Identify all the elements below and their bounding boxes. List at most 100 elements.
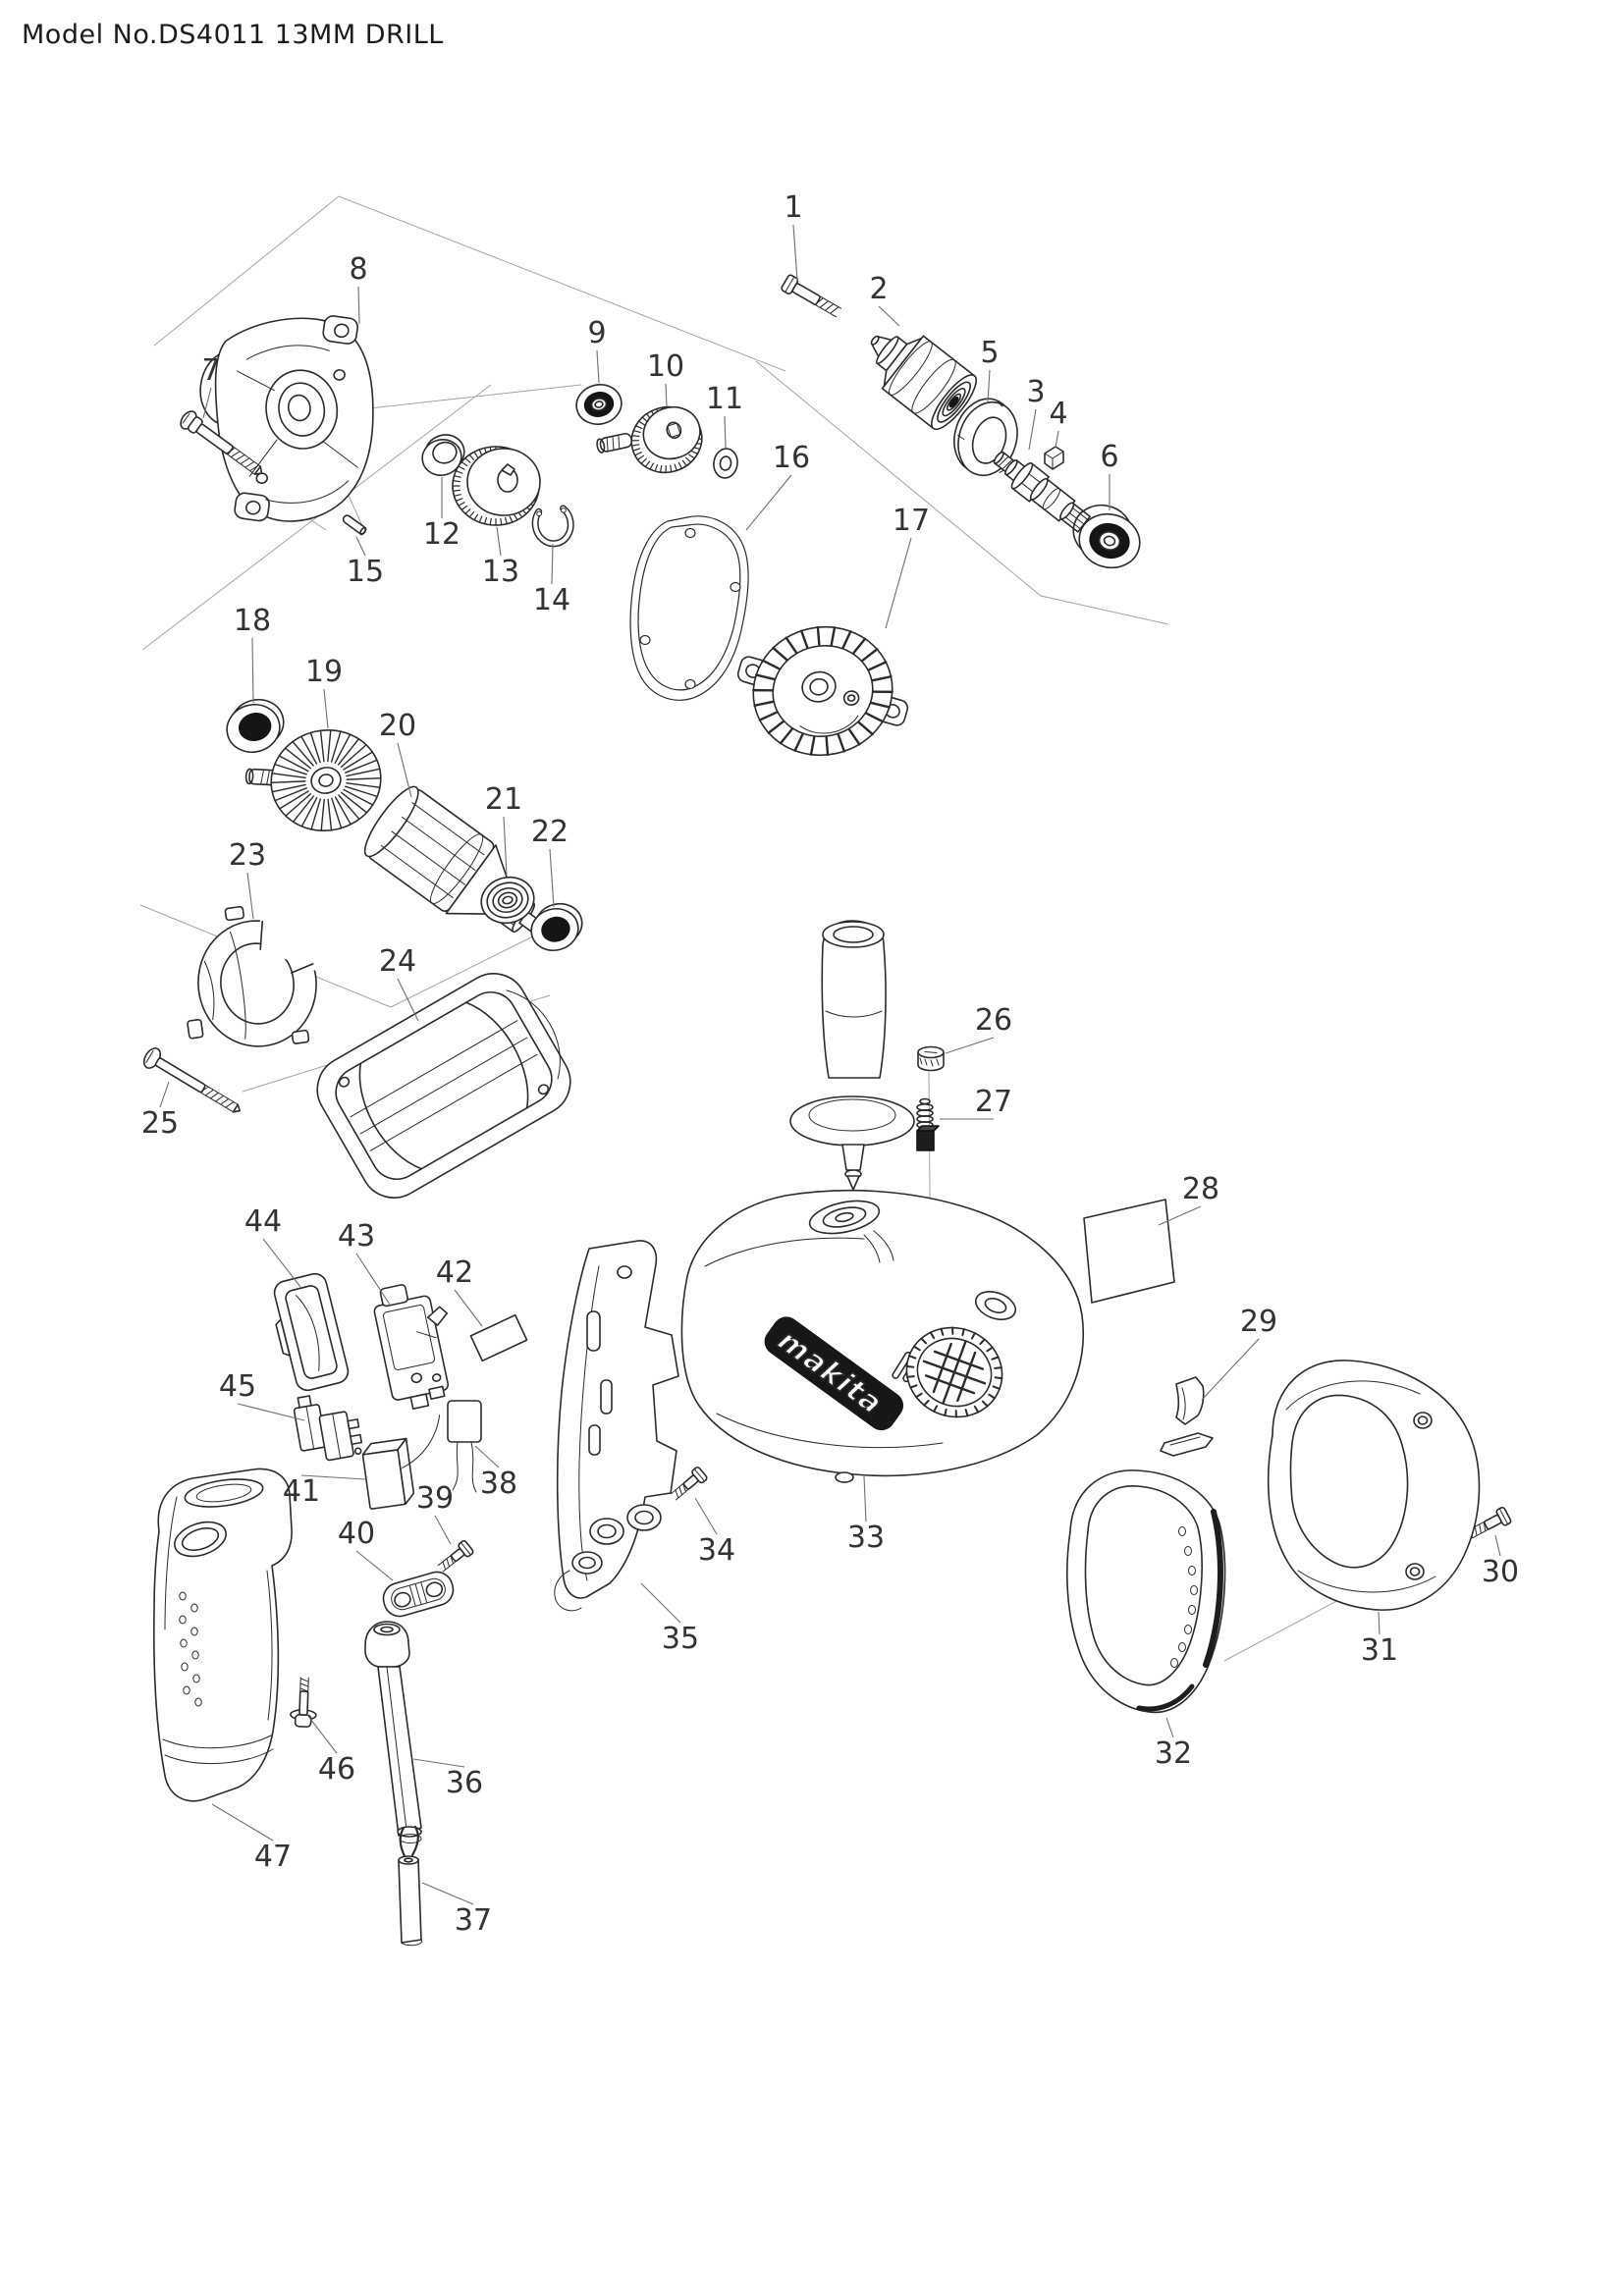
tick — [632, 429, 641, 434]
leader-line-13 — [496, 526, 502, 557]
part-callout-4: 4 — [1049, 397, 1068, 431]
leader-line-40 — [355, 1550, 394, 1581]
tick — [870, 701, 891, 709]
tick — [285, 793, 312, 817]
part-6-ball-bearing — [1072, 504, 1141, 569]
part-callout-45: 45 — [218, 1369, 257, 1404]
part-7-screw — [180, 410, 263, 475]
tick — [460, 461, 468, 467]
tick — [857, 721, 874, 736]
leader-line-38 — [474, 1445, 500, 1468]
tick — [330, 730, 342, 763]
leader-line-14 — [551, 543, 554, 585]
tick — [478, 449, 483, 456]
tick — [346, 782, 381, 788]
tick — [473, 513, 479, 521]
tick — [341, 791, 368, 814]
part-callout-31: 31 — [1360, 1633, 1399, 1668]
part-callout-23: 23 — [228, 838, 267, 873]
part-44-switch-cover — [273, 1272, 350, 1392]
tick — [319, 729, 325, 763]
tick — [310, 798, 322, 830]
part-callout-1: 1 — [784, 190, 803, 225]
tick — [654, 463, 659, 472]
tick — [504, 516, 508, 525]
part-36-cord-guard — [364, 1621, 422, 1843]
leader-line-20 — [397, 742, 412, 798]
tick — [906, 1375, 915, 1378]
part-callout-15: 15 — [346, 555, 385, 589]
part-39-screw — [437, 1540, 474, 1573]
part-callout-27: 27 — [974, 1085, 1013, 1119]
part-callout-33: 33 — [846, 1521, 886, 1555]
leader-line-42 — [454, 1289, 483, 1327]
tick — [961, 1328, 965, 1337]
tick — [848, 728, 861, 746]
tick — [954, 1410, 957, 1418]
leader-lines — [159, 224, 1501, 1905]
tick — [500, 517, 503, 526]
tick — [767, 720, 785, 734]
tick — [513, 513, 518, 521]
tick — [453, 475, 461, 478]
part-38-capacitor — [447, 1400, 482, 1493]
leader-line-45 — [237, 1403, 305, 1421]
tick — [458, 502, 465, 507]
part-4-key — [1044, 446, 1064, 470]
tick — [455, 470, 463, 474]
tick — [837, 733, 845, 753]
tick — [634, 425, 643, 430]
tick — [964, 1409, 969, 1417]
tick — [872, 690, 893, 694]
tick — [292, 740, 314, 767]
part-callout-2: 2 — [869, 272, 889, 306]
part-24-field — [316, 973, 571, 1199]
tick — [755, 673, 776, 681]
part-callout-22: 22 — [530, 815, 569, 849]
part-callout-16: 16 — [772, 441, 811, 475]
tick — [909, 1384, 918, 1389]
leader-line-44 — [262, 1238, 301, 1288]
part-32-handle-cover — [1066, 1469, 1226, 1714]
tick — [688, 454, 695, 459]
part-30-screw — [1467, 1506, 1512, 1539]
page-title: Model No.DS4011 13MM DRILL — [22, 20, 444, 50]
tick — [300, 797, 318, 828]
part-callout-12: 12 — [422, 517, 461, 552]
tick — [638, 420, 645, 426]
part-19-armature-fan — [244, 728, 382, 832]
leader-line-7 — [202, 387, 212, 419]
part-callout-6: 6 — [1100, 440, 1119, 474]
tick — [981, 1400, 989, 1408]
leader-line-19 — [323, 688, 329, 729]
leader-line-9 — [596, 349, 600, 384]
part-callout-42: 42 — [435, 1255, 474, 1290]
tick — [912, 1345, 921, 1352]
part-callout-34: 34 — [697, 1533, 736, 1568]
leader-line-11 — [724, 415, 727, 449]
part-22-ring — [530, 902, 583, 951]
tick — [331, 797, 343, 829]
tick — [690, 450, 699, 454]
part-callout-3: 3 — [1026, 375, 1046, 409]
leader-line-16 — [745, 474, 792, 531]
part-callout-41: 41 — [282, 1474, 321, 1509]
leader-line-22 — [549, 848, 555, 908]
part-callout-36: 36 — [445, 1766, 484, 1800]
part-callout-32: 32 — [1154, 1736, 1193, 1771]
tick — [340, 744, 367, 768]
tick — [271, 773, 306, 778]
part-callout-25: 25 — [140, 1106, 180, 1141]
tick — [670, 464, 673, 473]
tick — [644, 460, 651, 468]
tick — [816, 625, 821, 646]
part-11-washer — [713, 448, 738, 479]
tick — [779, 727, 793, 745]
part-9-ball-bearing — [575, 384, 623, 425]
part-callout-8: 8 — [349, 252, 368, 287]
tick — [793, 733, 804, 752]
part-callout-11: 11 — [705, 382, 744, 416]
part-35-handle-frame — [554, 1240, 679, 1612]
